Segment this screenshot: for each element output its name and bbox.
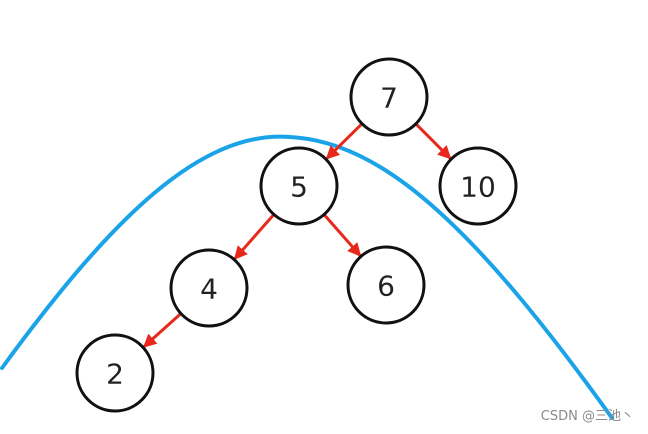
node-label: 5 bbox=[290, 171, 308, 204]
tree-nodes: 7 5 10 4 6 2 bbox=[75, 57, 518, 413]
node-circle bbox=[259, 146, 339, 226]
edge-n7-n5 bbox=[325, 123, 363, 160]
node-circle bbox=[438, 146, 518, 226]
node-circle bbox=[169, 248, 249, 328]
blue-curve bbox=[0, 134, 614, 420]
edge-n5-n4 bbox=[233, 214, 275, 260]
edge-n5-n6 bbox=[323, 214, 362, 257]
node-label: 6 bbox=[377, 270, 395, 303]
tree-node-7: 7 bbox=[349, 57, 429, 137]
tree-edges bbox=[142, 123, 452, 348]
node-circle bbox=[75, 333, 155, 413]
edge-n4-n2 bbox=[142, 313, 182, 348]
tree-node-10: 10 bbox=[438, 146, 518, 226]
tree-node-4: 4 bbox=[169, 248, 249, 328]
node-label: 4 bbox=[200, 273, 218, 306]
node-label: 7 bbox=[380, 82, 398, 115]
tree-node-2: 2 bbox=[75, 333, 155, 413]
edge-n7-n10 bbox=[415, 123, 452, 160]
node-label: 10 bbox=[460, 171, 496, 204]
csdn-watermark: CSDN @三池丶 bbox=[540, 409, 634, 424]
node-circle bbox=[349, 57, 429, 137]
node-circle bbox=[346, 245, 426, 325]
tree-node-6: 6 bbox=[346, 245, 426, 325]
node-label: 2 bbox=[106, 358, 124, 391]
tree-node-5: 5 bbox=[259, 146, 339, 226]
